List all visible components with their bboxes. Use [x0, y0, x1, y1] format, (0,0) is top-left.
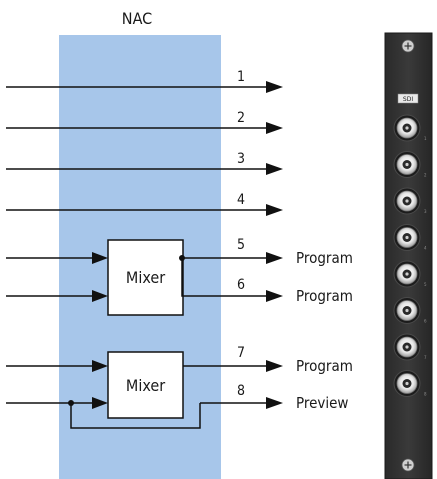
arrowhead-7	[266, 360, 283, 372]
bnc-connectors: 1 2 3 4 5 6 7 8	[393, 114, 427, 397]
passthrough-lines	[6, 86, 268, 211]
mixer-2-group: Mixer	[6, 351, 283, 429]
arrowhead-2	[266, 122, 283, 134]
bnc-connector-number: 6	[424, 319, 427, 324]
mixer-2-box	[107, 351, 184, 419]
nac-title: NAC	[122, 9, 152, 28]
bnc-connector-1: 1	[393, 114, 427, 142]
bnc-connector-6: 6	[393, 297, 427, 324]
bnc-connector-number: 4	[424, 246, 427, 251]
mixer-1-out-6	[181, 258, 268, 297]
bnc-connector-number: 7	[424, 355, 427, 360]
output-number-7: 7	[237, 345, 245, 361]
mixer-1-label: Mixer	[126, 268, 165, 287]
mixer-2-input-a-arrow	[92, 360, 108, 372]
sdi-panel: SDI 1 2 3 4 5 6 7 8	[384, 32, 433, 479]
bnc-connector-7: 7	[393, 333, 427, 361]
passthrough-arrowheads	[266, 81, 283, 216]
output-number-1: 1	[237, 69, 245, 85]
mixer-1-input-a-arrow	[92, 252, 108, 264]
bnc-connector-3: 3	[393, 187, 427, 215]
bnc-connector-number: 8	[424, 392, 427, 397]
bnc-connector-8: 8	[393, 370, 427, 397]
mixer-2-label: Mixer	[126, 376, 165, 395]
output-label-5: Program	[296, 249, 353, 267]
output-label-8: Preview	[296, 394, 348, 412]
output-number-4: 4	[237, 192, 245, 208]
output-number-5: 5	[237, 237, 245, 253]
arrowhead-1	[266, 81, 283, 93]
arrowhead-3	[266, 163, 283, 175]
output-number-3: 3	[237, 151, 245, 167]
output-number-8: 8	[237, 383, 245, 399]
output-label-6: Program	[296, 287, 353, 305]
panel-screw-top	[401, 39, 415, 53]
mixer-1-input-b-arrow	[92, 290, 108, 302]
output-labels: Program Program Program Preview	[296, 249, 353, 412]
output-number-2: 2	[237, 110, 245, 126]
bnc-connector-4: 4	[393, 224, 427, 251]
bnc-connector-2: 2	[393, 151, 427, 178]
arrowhead-6	[266, 290, 283, 302]
bnc-connector-number: 2	[424, 173, 427, 178]
panel-body	[384, 32, 433, 479]
mixer-2-bypass-line	[70, 403, 201, 429]
output-number-6: 6	[237, 277, 245, 293]
mixer-1-group: Mixer	[6, 239, 283, 316]
mixer-1-box	[107, 239, 184, 316]
arrowhead-5	[266, 252, 283, 264]
mixer-2-input-b-arrow	[92, 397, 108, 409]
sdi-badge	[397, 93, 419, 104]
bnc-connector-number: 5	[424, 282, 427, 287]
output-numbers: 1 2 3 4 5 6 7 8	[237, 69, 245, 399]
bnc-connector-number: 3	[424, 209, 427, 214]
output-label-7: Program	[296, 357, 353, 375]
panel-screw-bottom	[401, 458, 415, 472]
bnc-connector-5: 5	[393, 260, 427, 288]
sdi-badge-text: SDI	[403, 96, 413, 103]
bnc-connector-number: 1	[424, 136, 427, 141]
arrowhead-8	[266, 397, 283, 409]
arrowhead-4	[266, 204, 283, 216]
